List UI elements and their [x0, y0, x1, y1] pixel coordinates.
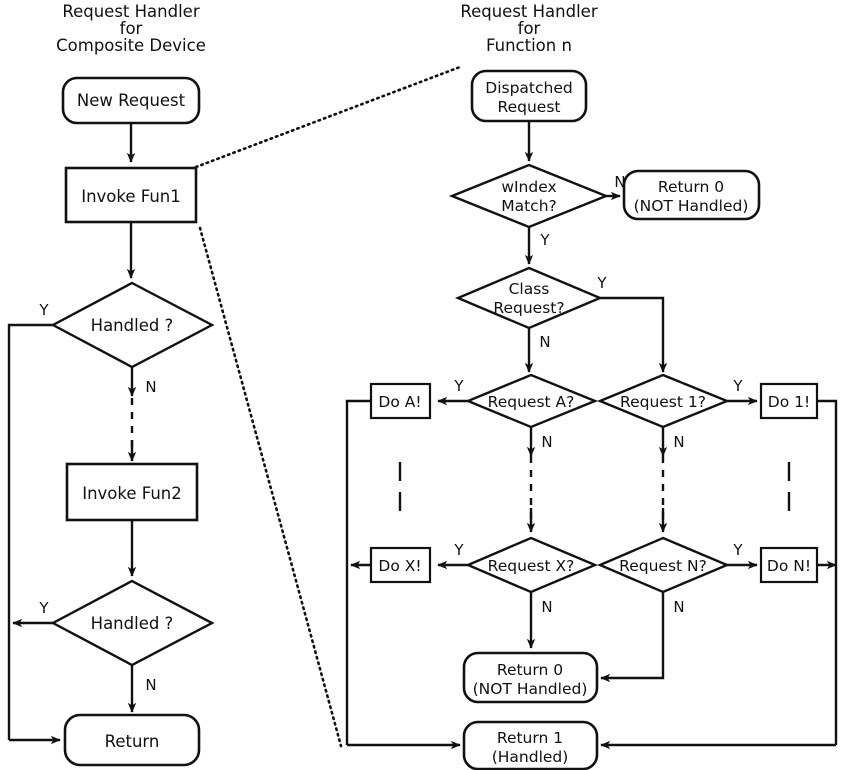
label-request-n-yes: Y — [732, 541, 743, 559]
class-request-line2: Request? — [493, 299, 564, 317]
label-request-x-yes: Y — [453, 541, 464, 559]
label-handled1-no: N — [145, 378, 156, 396]
node-do-x[interactable]: Do X! — [369, 546, 432, 584]
handled-1-label: Handled ? — [91, 316, 174, 335]
do-n-shape — [759, 546, 819, 584]
return1-line1: Return 1 — [497, 729, 563, 747]
node-new-request[interactable]: New Request — [61, 76, 201, 125]
invoke-fun1-label: Invoke Fun1 — [81, 187, 181, 206]
request-a-label: Request A? — [488, 393, 575, 411]
do-1-shape — [759, 382, 819, 420]
new-request-label: New Request — [77, 91, 186, 110]
handled-2-label: Handled ? — [91, 614, 174, 633]
label-handled2-no: N — [145, 676, 156, 694]
return-label: Return — [105, 732, 160, 751]
request-x-label: Request X? — [488, 557, 575, 575]
label-request-x-no: N — [541, 598, 552, 616]
do-a-shape — [369, 382, 432, 420]
edge-request-n-no-to-return0 — [600, 592, 665, 683]
title-function-line2: for — [518, 19, 541, 38]
return0-bottom-line1: Return 0 — [497, 661, 563, 679]
do-x-shape — [369, 546, 432, 584]
label-handled2-yes: Y — [38, 599, 49, 617]
edge-do-1-to-right-rail — [817, 399, 838, 745]
windex-match-line1: wIndex — [501, 178, 556, 196]
windex-match-line2: Match? — [501, 197, 557, 215]
node-request-a[interactable]: Request A? — [464, 373, 599, 429]
edge-do-a-to-left-rail — [345, 399, 371, 745]
node-invoke-fun1[interactable]: Invoke Fun1 — [64, 166, 198, 224]
return1-line2: (Handled) — [492, 748, 569, 766]
node-invoke-fun2[interactable]: Invoke Fun2 — [65, 462, 199, 522]
node-do-a[interactable]: Do A! — [369, 382, 432, 420]
node-do-n[interactable]: Do N! — [759, 546, 819, 584]
do-a-label: Do A! — [378, 393, 421, 411]
dispatched-request-line1: Dispatched — [485, 79, 572, 97]
return-shape — [63, 713, 201, 767]
return0-bottom-line2: (NOT Handled) — [473, 680, 588, 698]
label-class-no: N — [539, 333, 550, 351]
do-n-label: Do N! — [767, 557, 811, 575]
return0-bottom-shape — [462, 651, 599, 704]
return0-top-line1: Return 0 — [658, 178, 724, 196]
node-return0-bottom[interactable]: Return 0 (NOT Handled) — [462, 651, 599, 704]
node-return1[interactable]: Return 1 (Handled) — [462, 720, 599, 770]
label-request-n-no: N — [673, 598, 684, 616]
label-handled1-yes: Y — [38, 301, 49, 319]
node-dispatched-request[interactable]: Dispatched Request — [470, 69, 588, 123]
label-request-a-yes: Y — [453, 377, 464, 395]
title-function-line3: Function n — [486, 36, 572, 55]
request-1-label: Request 1? — [620, 393, 706, 411]
label-request-1-no: N — [673, 433, 684, 451]
title-function-n: Request Handler for Function n — [460, 2, 597, 55]
node-return[interactable]: Return — [63, 713, 201, 767]
return1-shape — [462, 720, 599, 770]
title-composite-line3: Composite Device — [56, 36, 206, 55]
return0-top-shape — [622, 169, 761, 221]
label-windex-yes: Y — [539, 231, 550, 249]
node-class-request[interactable]: Class Request? — [454, 266, 604, 330]
invoke-fun1-shape — [64, 166, 198, 224]
title-function-line1: Request Handler — [460, 2, 597, 21]
do-x-label: Do X! — [378, 557, 421, 575]
label-request-1-yes: Y — [732, 377, 743, 395]
title-composite-line2: for — [120, 19, 143, 38]
do-1-label: Do 1! — [768, 393, 810, 411]
title-composite-device: Request Handler for Composite Device — [56, 2, 206, 55]
class-request-line1: Class — [509, 280, 550, 298]
dispatched-request-line2: Request — [498, 98, 561, 116]
label-request-a-no: N — [541, 433, 552, 451]
edge-handled1-yes-rail — [7, 323, 53, 740]
callout-line-bottom — [198, 226, 343, 748]
return0-top-line2: (NOT Handled) — [634, 197, 749, 215]
node-request-x[interactable]: Request X? — [464, 536, 599, 594]
node-return0-top[interactable]: Return 0 (NOT Handled) — [622, 169, 761, 221]
request-n-label: Request N? — [619, 557, 707, 575]
title-composite-line1: Request Handler — [62, 2, 199, 21]
invoke-fun2-shape — [65, 462, 199, 522]
node-do-1[interactable]: Do 1! — [759, 382, 819, 420]
label-class-yes: Y — [596, 274, 607, 292]
callout-line-top — [194, 65, 462, 169]
invoke-fun2-label: Invoke Fun2 — [82, 484, 182, 503]
label-windex-no: N — [614, 173, 625, 191]
edge-class-yes-to-request-1 — [600, 296, 668, 373]
